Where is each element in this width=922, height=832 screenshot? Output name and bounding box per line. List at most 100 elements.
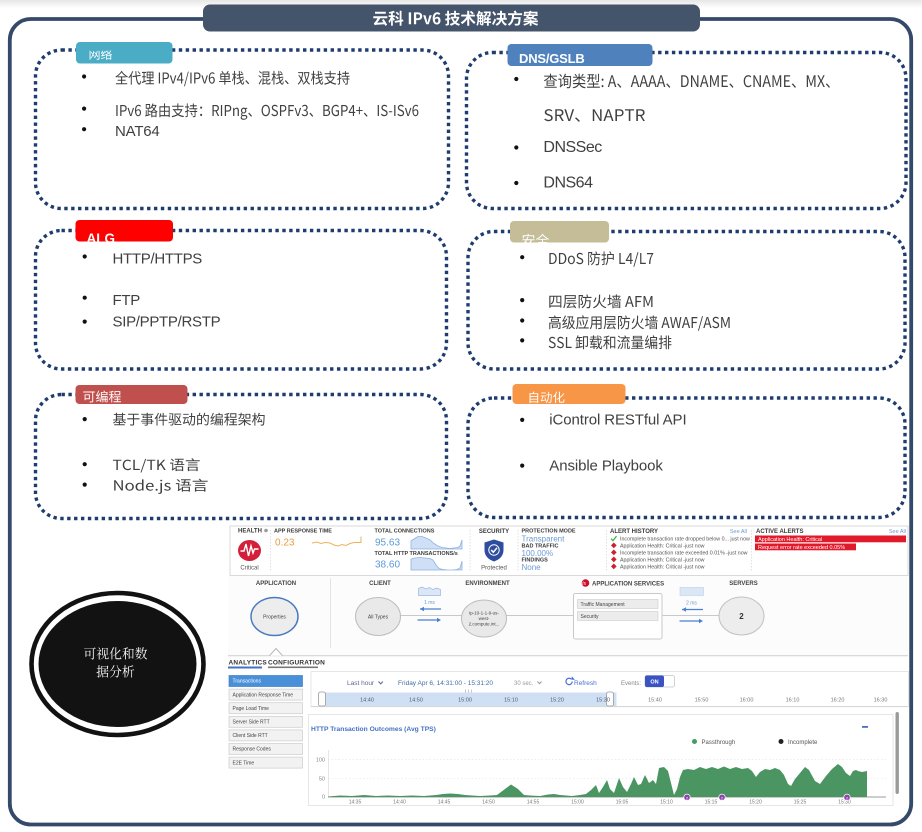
svg-text:APP RESPONSE TIME: APP RESPONSE TIME (274, 529, 332, 535)
svg-text:APPLICATION: APPLICATION (256, 581, 296, 587)
svg-text:2: 2 (739, 612, 744, 621)
svg-text:Application Health: Critical -: Application Health: Critical -just now (620, 558, 705, 564)
svg-text:Incomplete: Incomplete (788, 740, 818, 746)
svg-text:Refresh: Refresh (574, 680, 597, 687)
svg-text:west-: west- (479, 616, 490, 621)
svg-text:E2E Time: E2E Time (233, 760, 255, 766)
svg-text:Last hour: Last hour (347, 680, 375, 687)
svg-text:0: 0 (322, 795, 325, 801)
svg-text:f5: f5 (582, 581, 586, 586)
svg-text:FINDINGS: FINDINGS (522, 558, 549, 564)
svg-text:14:55: 14:55 (527, 800, 540, 806)
svg-text:14:40: 14:40 (393, 800, 406, 806)
svg-text:Protected: Protected (481, 566, 507, 572)
svg-text:CLIENT: CLIENT (369, 581, 391, 587)
svg-text:ACTIVE ALERTS: ACTIVE ALERTS (756, 529, 803, 535)
svg-text:1 ms: 1 ms (424, 600, 435, 606)
svg-text:Transparent: Transparent (522, 535, 566, 544)
svg-text:ANALYTICS: ANALYTICS (229, 660, 268, 667)
svg-text:Incomplete transaction rate ex: Incomplete transaction rate exceeded 0.0… (620, 551, 748, 557)
svg-text:15:05: 15:05 (616, 800, 629, 806)
svg-text:CONFIGURATION: CONFIGURATION (268, 660, 325, 667)
svg-text:100: 100 (316, 758, 325, 764)
svg-text:SIP/PPTP/RSTP: SIP/PPTP/RSTP (113, 314, 221, 331)
svg-text:HTTP/HTTPS: HTTP/HTTPS (113, 251, 203, 268)
svg-text:ON: ON (650, 680, 658, 686)
svg-text:FTP: FTP (113, 292, 141, 309)
svg-text:TOTAL HTTP TRANSACTIONS/s: TOTAL HTTP TRANSACTIONS/s (375, 551, 458, 557)
svg-text:SECURITY: SECURITY (479, 529, 509, 535)
svg-text:ALERT HISTORY: ALERT HISTORY (610, 529, 658, 535)
svg-text:Ansible Playbook: Ansible Playbook (549, 458, 663, 475)
svg-text:16:30: 16:30 (874, 698, 888, 704)
svg-text:15:50: 15:50 (695, 698, 709, 704)
svg-text:2: 2 (686, 795, 689, 800)
svg-text:ip-10-1-1-9-us-: ip-10-1-1-9-us- (469, 611, 499, 616)
svg-text:SERVERS: SERVERS (729, 581, 758, 587)
svg-text:Request error rate exceeded 0.: Request error rate exceeded 0.05% (758, 545, 845, 551)
svg-text:2: 2 (846, 795, 849, 800)
svg-text:2: 2 (721, 795, 724, 800)
svg-text:iControl RESTful API: iControl RESTful API (549, 412, 686, 429)
svg-text:All Types: All Types (368, 615, 389, 621)
svg-text:DNS64: DNS64 (543, 175, 593, 192)
svg-text:Page Load Time: Page Load Time (233, 706, 270, 712)
svg-text:16:10: 16:10 (786, 698, 800, 704)
svg-text:15:20: 15:20 (550, 698, 564, 704)
svg-text:15:15: 15:15 (705, 800, 718, 806)
svg-text:15:00: 15:00 (458, 698, 472, 704)
svg-text:15:40: 15:40 (648, 698, 662, 704)
svg-text:95.63: 95.63 (375, 538, 400, 549)
svg-text:DNSSec: DNSSec (543, 139, 602, 156)
svg-text:HTTP Transaction Outcomes (Avg: HTTP Transaction Outcomes (Avg TPS) (311, 726, 436, 733)
svg-text:15:10: 15:10 (504, 698, 518, 704)
svg-text:See All: See All (730, 529, 747, 535)
svg-text:30 sec.: 30 sec. (514, 681, 534, 687)
svg-text:Application Health: Critical: Application Health: Critical (758, 537, 822, 543)
svg-text:0.23: 0.23 (275, 538, 295, 549)
svg-text:2 ms: 2 ms (686, 601, 697, 607)
svg-text:Passthrough: Passthrough (702, 740, 736, 746)
svg-text:38.60: 38.60 (375, 560, 400, 571)
svg-text:Critical: Critical (240, 566, 258, 572)
svg-text:Traffic Management: Traffic Management (581, 602, 626, 608)
svg-text:14:45: 14:45 (438, 800, 451, 806)
svg-text:Friday Apr 6, 14:31:00 - 15:31: Friday Apr 6, 14:31:00 - 15:31:20 (398, 680, 493, 687)
svg-text:16:20: 16:20 (831, 698, 845, 704)
svg-text:100.00%: 100.00% (522, 549, 554, 558)
svg-text:Application Health: Critical -: Application Health: Critical -just now (620, 565, 705, 571)
svg-text:15:30: 15:30 (838, 800, 851, 806)
svg-text:ENVIRONMENT: ENVIRONMENT (465, 581, 510, 587)
svg-text:Events:: Events: (621, 681, 641, 687)
svg-text:14:40: 14:40 (360, 698, 374, 704)
svg-text:Incomplete transaction rate dr: Incomplete transaction rate dropped belo… (620, 537, 750, 543)
svg-text:2.compute.int...: 2.compute.int... (469, 622, 500, 627)
svg-text:Response Codes: Response Codes (233, 747, 272, 753)
svg-text:APPLICATION SERVICES: APPLICATION SERVICES (592, 582, 664, 588)
svg-text:Properties: Properties (263, 615, 286, 621)
svg-text:50: 50 (319, 776, 325, 782)
svg-text:Transactions: Transactions (233, 679, 262, 685)
svg-text:15:25: 15:25 (794, 800, 807, 806)
svg-text:BAD TRAFFIC: BAD TRAFFIC (522, 544, 559, 550)
svg-text:NAT64: NAT64 (115, 123, 160, 140)
svg-text:See All: See All (889, 529, 906, 535)
svg-text:15:10: 15:10 (660, 800, 673, 806)
svg-text:Application Health: Critical -: Application Health: Critical -just now (620, 544, 705, 550)
svg-text:PROTECTION MODE: PROTECTION MODE (522, 529, 576, 535)
svg-text:Application Response Time: Application Response Time (233, 692, 294, 698)
svg-text:Server Side RTT: Server Side RTT (233, 720, 270, 726)
svg-text:14:35: 14:35 (349, 800, 362, 806)
svg-text:14:50: 14:50 (409, 698, 423, 704)
svg-text:Client Side RTT: Client Side RTT (233, 733, 268, 739)
svg-text:14:50: 14:50 (482, 800, 495, 806)
svg-text:Security: Security (581, 614, 600, 620)
svg-text:HEALTH: HEALTH (238, 529, 262, 535)
svg-text:ALG: ALG (87, 231, 116, 246)
svg-text:15:20: 15:20 (749, 800, 762, 806)
svg-text:16:00: 16:00 (740, 698, 754, 704)
svg-text:DNS/GSLB: DNS/GSLB (519, 51, 585, 66)
svg-text:15:00: 15:00 (571, 800, 584, 806)
svg-text:TOTAL CONNECTIONS: TOTAL CONNECTIONS (375, 529, 435, 535)
svg-text:15:30: 15:30 (596, 698, 610, 704)
